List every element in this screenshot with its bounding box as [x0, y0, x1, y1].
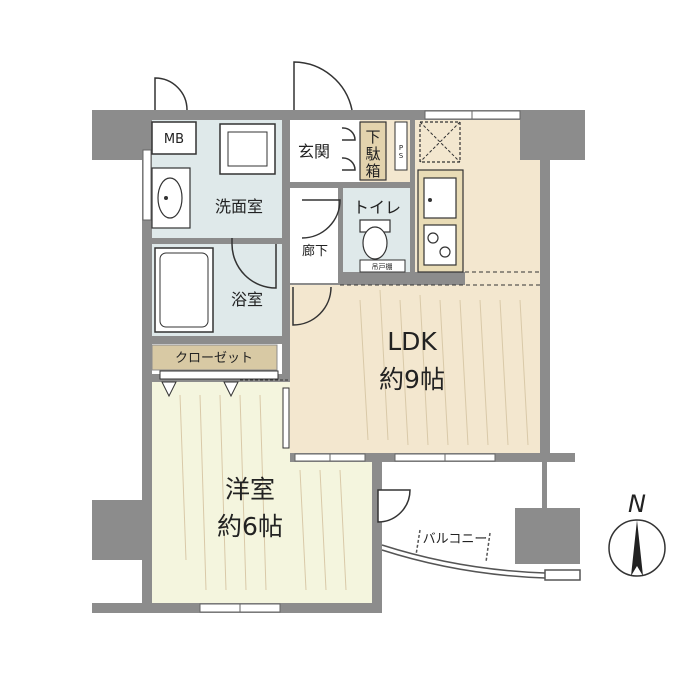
ldk-door [292, 286, 332, 326]
labels: MB 洗面室 玄関 下 駄 箱 P S トイレ 吊戸棚 廊下 浴室 クローゼット… [164, 128, 487, 547]
compass: N [608, 490, 666, 577]
western-room-name: 洋室 [225, 475, 275, 504]
shoe-box [359, 121, 387, 181]
closet-label-box [151, 344, 278, 371]
ps-label-2: S [399, 152, 404, 160]
washroom-label: 洗面室 [215, 197, 263, 216]
balcony-rail [381, 549, 546, 579]
mb-label: MB [164, 132, 184, 147]
ps-label-1: P [399, 144, 403, 152]
western-room-size: 約6帖 [217, 512, 283, 541]
ldk-name: LDK [387, 327, 437, 356]
ps-box [394, 121, 408, 171]
hanging-shelf-label: 吊戸棚 [372, 262, 393, 271]
sink-icon [157, 177, 183, 219]
fridge-space [419, 121, 461, 163]
balcony-label: バルコニー [423, 532, 488, 547]
closet-label: クローゼット [175, 351, 253, 366]
mb-box [151, 121, 197, 155]
stove-icon [423, 224, 457, 266]
balcony [381, 529, 581, 581]
fixtures [151, 121, 540, 449]
entrance-label: 玄関 [298, 142, 330, 161]
doors [154, 61, 411, 523]
compass-letter: N [628, 490, 646, 518]
balcony-floor [378, 468, 542, 564]
western-room-floor [152, 382, 372, 603]
toilet-label: トイレ [353, 198, 401, 217]
windows [142, 110, 521, 613]
balcony-door [377, 489, 411, 523]
bathtub-icon [154, 247, 214, 333]
ldk-size: 約9帖 [379, 365, 445, 394]
entrance-door [293, 61, 353, 111]
hanging-shelf [359, 259, 406, 273]
entrance-floor [290, 120, 360, 182]
shoe-box-label-1: 下 [365, 128, 380, 146]
floor-texture [179, 289, 529, 591]
shoe-box-label-2: 駄 [365, 145, 380, 163]
hallway-label: 廊下 [302, 243, 328, 259]
shoe-box-label-3: 箱 [365, 162, 380, 180]
kitchen-sink-icon [423, 177, 457, 219]
mb-door [154, 77, 188, 111]
toilet-icon [362, 226, 388, 260]
bathroom-label: 浴室 [231, 290, 263, 309]
toilet-door [301, 199, 341, 239]
